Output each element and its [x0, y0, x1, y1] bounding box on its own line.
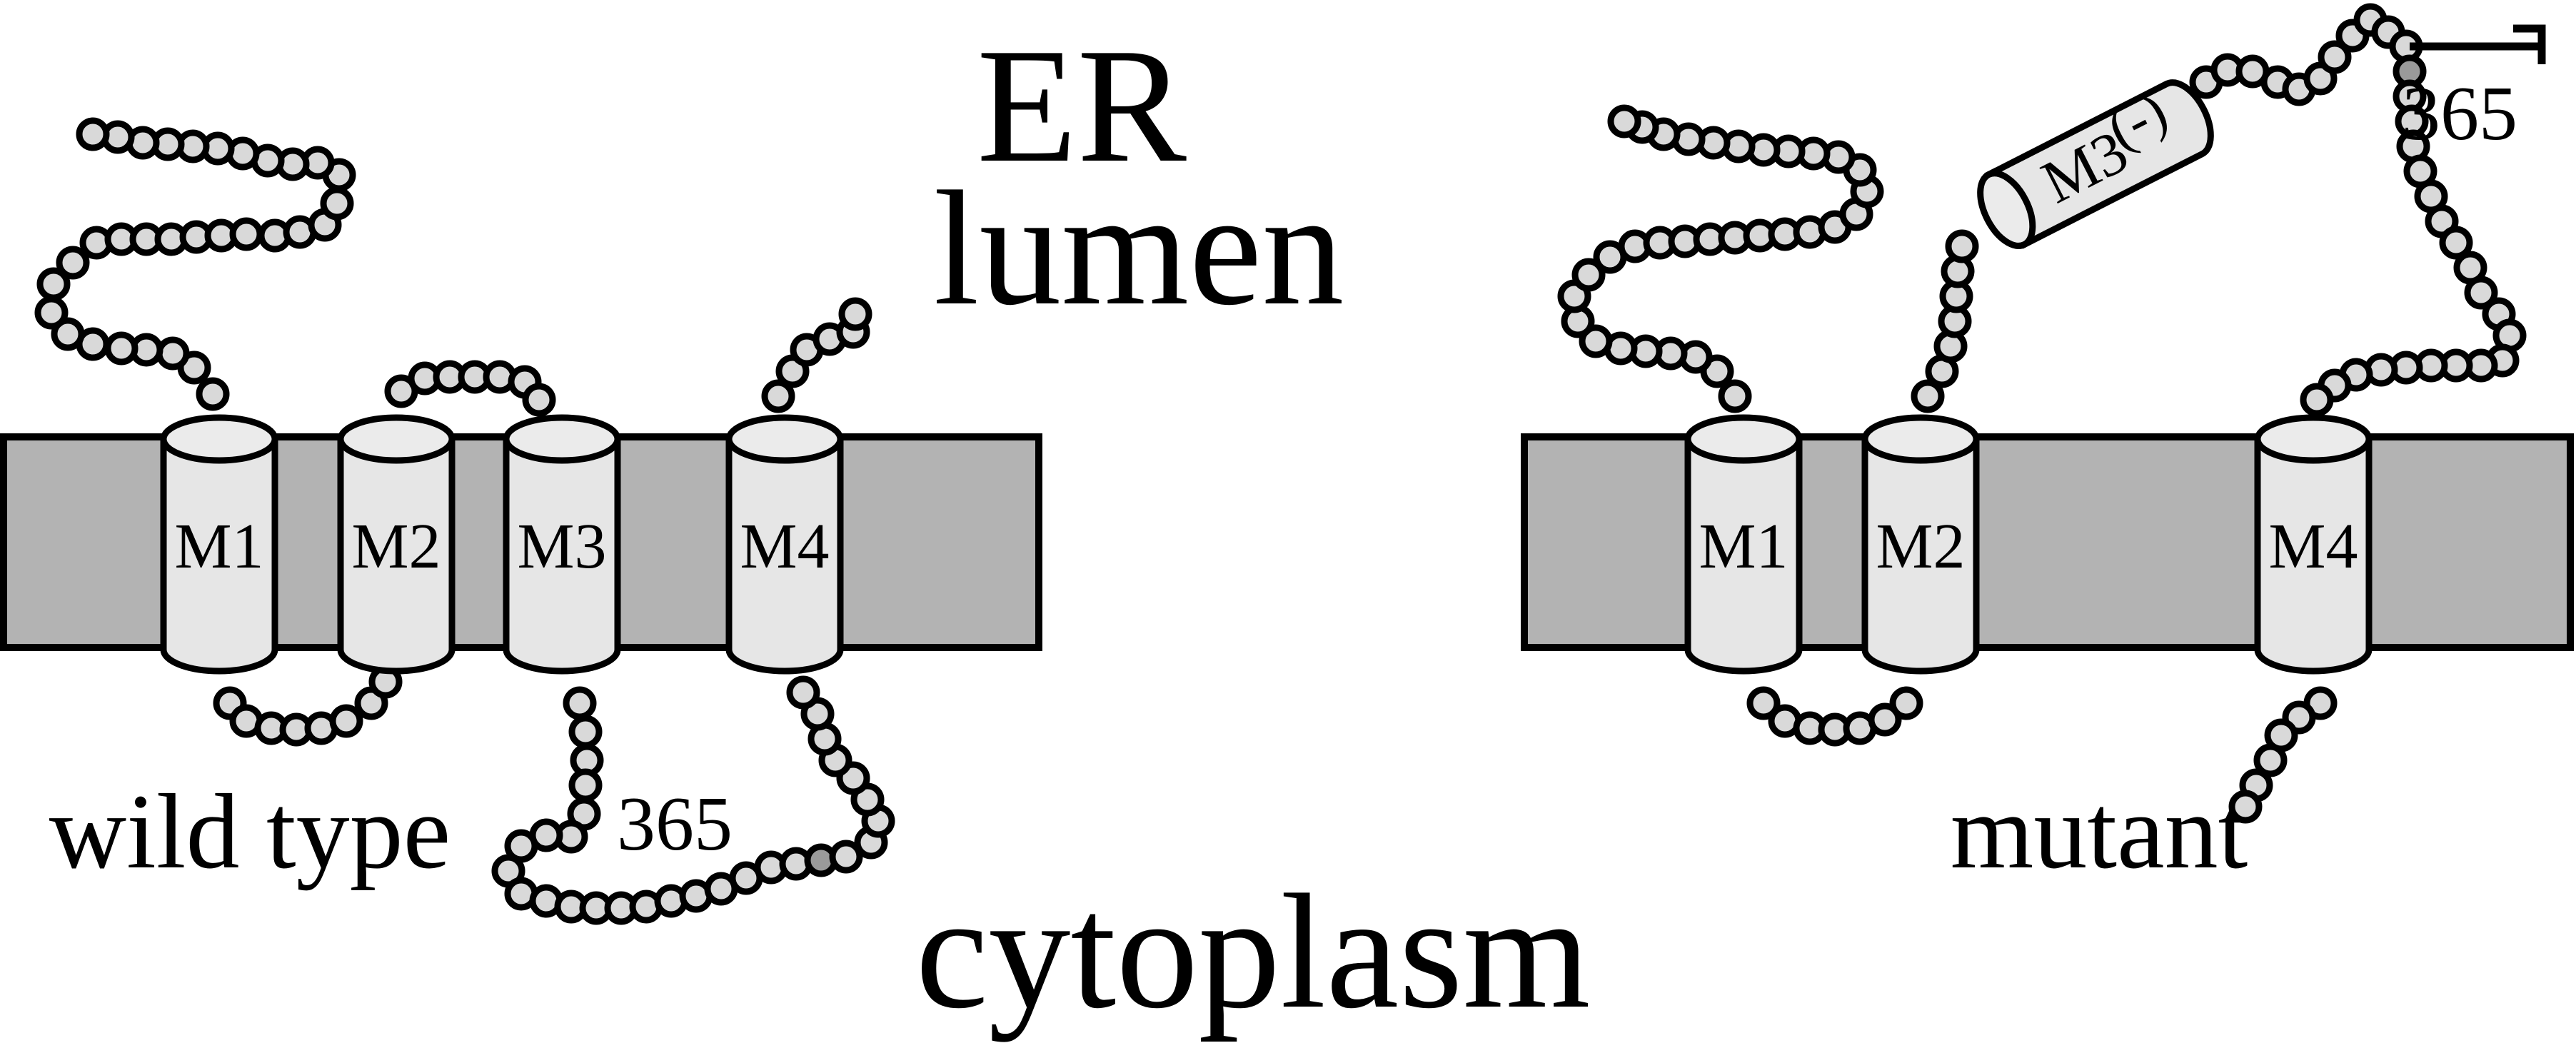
- helix-cap: [503, 414, 621, 464]
- helix-cap: [1684, 414, 1803, 464]
- residue-bead: [2439, 226, 2473, 260]
- helix-body: [725, 435, 844, 675]
- residue-bead: [1746, 686, 1781, 720]
- residue-bead: [1911, 379, 1945, 413]
- residue-bead: [2228, 790, 2263, 824]
- helix-cap: [1861, 414, 1980, 464]
- helix-body: [2254, 435, 2373, 675]
- residue-bead: [76, 117, 110, 151]
- cytoplasm-title: cytoplasm: [915, 860, 1590, 1042]
- helix-label: M2: [1876, 511, 1965, 582]
- helix-label: M1: [1699, 511, 1788, 582]
- residue-bead: [34, 296, 69, 330]
- residue-bead: [51, 317, 85, 351]
- er-title: ER: [977, 14, 1187, 196]
- residue-bead: [104, 331, 139, 366]
- residue-bead: [2464, 276, 2498, 310]
- residue-bead: [229, 217, 263, 251]
- residue-bead: [568, 768, 603, 802]
- mutant-helices: M1 M2 M4: [1684, 414, 2373, 675]
- helix-label: M4: [2268, 511, 2358, 582]
- m3-displaced-end: [1977, 170, 2036, 249]
- residue-bead: [1571, 258, 1606, 292]
- mutant-caption: mutant: [1951, 772, 2248, 891]
- helix-cap: [725, 414, 844, 464]
- residue-bead: [329, 704, 363, 738]
- lumen-title: lumen: [934, 157, 1344, 339]
- residue-bead: [1889, 686, 1923, 720]
- helix-label: M4: [740, 511, 829, 582]
- helix-cap: [160, 414, 278, 464]
- residue-bead: [2318, 40, 2352, 74]
- wt-m2-m3-lumen-loop: [384, 360, 556, 417]
- helix-body: [160, 435, 278, 675]
- helix-m3-wild-type: M3: [503, 414, 621, 675]
- residue-365-mutant: 365: [2402, 71, 2517, 156]
- residue-bead: [838, 297, 872, 331]
- m3-displaced-body: [1984, 79, 2214, 249]
- helix-m1-mutant: M1: [1684, 414, 1803, 675]
- residue-bead: [56, 246, 90, 280]
- residue-bead: [563, 686, 597, 720]
- wt-m1-m2-cyto-loop: [213, 665, 403, 747]
- residue-bead: [1868, 702, 1902, 737]
- helix-cap: [2254, 414, 2373, 464]
- residue-bead: [196, 377, 230, 411]
- residue-bead: [786, 675, 820, 710]
- residue-bead: [1607, 104, 1641, 138]
- mut-m1-m2-cyto-loop: [1746, 686, 1923, 747]
- mutant-residue-chains: [1557, 3, 2527, 824]
- helix-label: M2: [351, 511, 441, 582]
- mutant-m3-displaced-helix: M3 (-): [1977, 79, 2214, 249]
- c-terminal-marker: [2410, 24, 2546, 64]
- residue-bead: [522, 383, 556, 417]
- helix-body: [503, 435, 621, 675]
- helix-m2-wild-type: M2: [337, 414, 456, 675]
- residue-bead: [2253, 743, 2288, 777]
- residue-bead: [504, 829, 538, 863]
- helix-body: [1684, 435, 1803, 675]
- wild-type-helices: M1 M2 M3 M4: [160, 414, 844, 675]
- residue-365-wild-type: 365: [617, 782, 733, 867]
- mut-m2-to-m3-linker: [1911, 229, 1979, 413]
- residue-bead: [2300, 383, 2334, 417]
- residue-bead: [320, 186, 354, 221]
- mut-n-terminal-loop: [1557, 104, 1884, 413]
- wt-m4-c-terminus: [761, 297, 872, 413]
- mut-m3-to-m4-lumen-loop: [2189, 3, 2527, 417]
- residue-bead: [156, 336, 190, 371]
- residue-bead: [568, 715, 603, 749]
- wild-type-panel: M1 M2 M3 M4: [0, 117, 1042, 925]
- wild-type-residue-chains: [34, 117, 895, 925]
- mutant-panel: M1 M2 M4 M3 (-): [1521, 3, 2574, 824]
- helix-label: M1: [174, 511, 263, 582]
- helix-m4-wild-type: M4: [725, 414, 844, 675]
- helix-m2-mutant: M2: [1861, 414, 1980, 675]
- mut-m4-c-terminus: [2228, 686, 2338, 824]
- residue-bead: [1579, 324, 1613, 358]
- helix-body: [337, 435, 456, 675]
- residue-bead: [36, 267, 71, 301]
- wt-n-terminal-loop: [34, 117, 356, 411]
- wt-m3-m4-cyto-loop: [491, 675, 895, 925]
- wild-type-caption: wild type: [49, 772, 451, 891]
- helix-m1-wild-type: M1: [160, 414, 278, 675]
- membrane-bilayer-mutant: [1521, 433, 2574, 651]
- helix-label: M3: [517, 511, 606, 582]
- residue-bead: [1945, 229, 1979, 263]
- helix-cap: [337, 414, 456, 464]
- residue-bead: [761, 379, 795, 413]
- helix-body: [1861, 435, 1980, 675]
- residue-bead: [829, 840, 863, 874]
- helix-m4-mutant: M4: [2254, 414, 2373, 675]
- residue-bead: [1718, 379, 1752, 413]
